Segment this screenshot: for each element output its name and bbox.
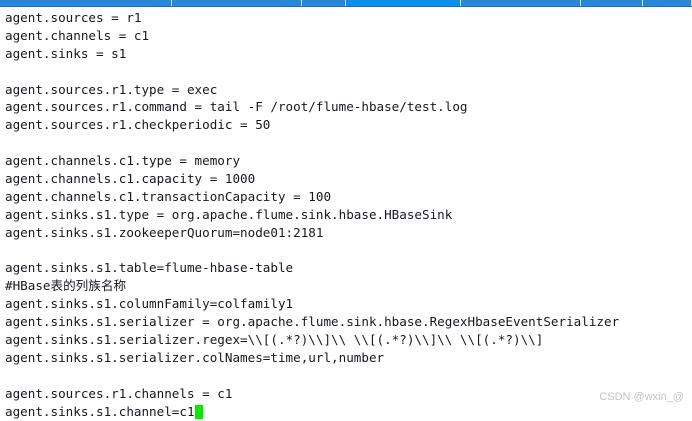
editor-line: agent.sources.r1.type = exec: [5, 81, 218, 97]
editor-line: agent.sources.r1.checkperiodic = 50: [5, 117, 271, 133]
editor-line: agent.sinks.s1.columnFamily=colfamily1: [5, 296, 294, 312]
editor-line: agent.sinks.s1.type = org.apache.flume.s…: [5, 206, 453, 222]
editor-blank-line: [5, 134, 692, 152]
terminal-tab-strip[interactable]: [0, 0, 692, 7]
text-cursor: [194, 404, 203, 419]
terminal-tab-2[interactable]: [302, 0, 346, 7]
editor-line: agent.sources.r1.command = tail -F /root…: [5, 99, 468, 115]
editor-cursor-line: agent.sinks.s1.channel=c1: [5, 403, 692, 421]
terminal-tab-4[interactable]: [461, 0, 581, 7]
editor-blank-line: [5, 63, 692, 81]
editor-line: agent.channels.c1.transactionCapacity = …: [5, 188, 332, 204]
tab-strip-underline: [0, 6, 692, 7]
editor-line: agent.channels.c1.type = memory: [5, 153, 241, 169]
editor-line: agent.sinks.s1.serializer.regex=\\[(.*?)…: [5, 332, 544, 348]
editor-line: agent.sources = r1: [5, 10, 142, 25]
editor-line: agent.sinks.s1.serializer = org.apache.f…: [5, 314, 620, 330]
editor-line: agent.sinks.s1.table=flume-hbase-table: [5, 260, 294, 276]
editor-cursor-line-text: agent.sinks.s1.channel=c1: [5, 403, 195, 419]
editor-line: agent.sinks.s1.zookeeperQuorum=node01:21…: [5, 224, 324, 240]
csdn-watermark: CSDN @wxin_@: [599, 391, 684, 403]
editor-line: agent.channels.c1.capacity = 1000: [5, 171, 256, 187]
editor-line: agent.sinks = s1: [5, 45, 127, 61]
terminal-tab-0[interactable]: [0, 0, 172, 7]
terminal-tab-3[interactable]: [346, 0, 461, 7]
editor-blank-line: [5, 242, 692, 260]
editor-line: agent.sources.r1.channels = c1: [5, 385, 233, 401]
vim-text-buffer[interactable]: agent.sources = r1 agent.channels = c1 age…: [0, 7, 692, 421]
editor-line: agent.channels = c1: [5, 27, 150, 43]
editor-line: #HBase表的列族名称: [5, 278, 127, 294]
terminal-tab-1[interactable]: [172, 0, 302, 7]
editor-line: agent.sinks.s1.serializer.colNames=time,…: [5, 349, 385, 365]
terminal-tab-5[interactable]: [581, 0, 643, 7]
editor-blank-line: [5, 367, 692, 385]
